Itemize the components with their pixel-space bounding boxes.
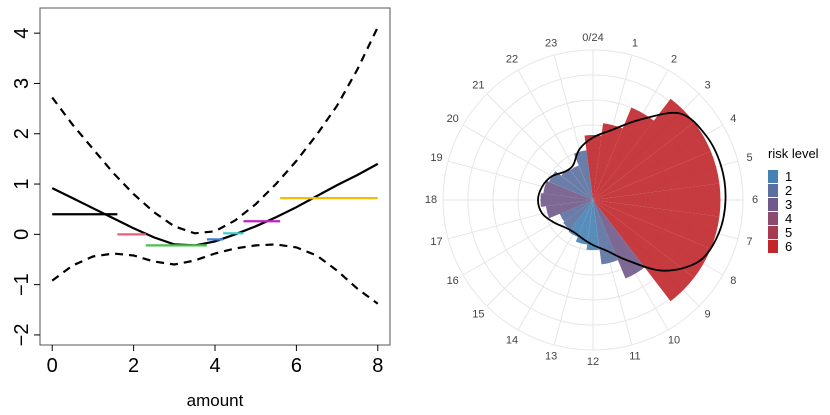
legend-swatch [768, 170, 778, 183]
legend-label: 4 [785, 211, 792, 226]
hour-label: 16 [447, 275, 459, 287]
fitted-line [51, 162, 379, 247]
legend-swatch [768, 226, 778, 239]
hour-label: 21 [472, 79, 484, 91]
polar-bar [570, 165, 593, 200]
polar-bar [575, 200, 593, 245]
polar-bar [593, 200, 618, 265]
polar-bar [593, 123, 623, 200]
hour-label: 3 [705, 79, 711, 91]
polar-bar [593, 151, 720, 200]
polar-bar [561, 168, 593, 200]
hour-label: 8 [730, 275, 736, 287]
x-tick-label: 4 [209, 355, 220, 377]
x-tick-label: 8 [372, 355, 383, 377]
plot-frame [39, 7, 391, 346]
x-axis-label: amount [187, 391, 244, 410]
smooth-outline-curve [537, 111, 727, 272]
hour-label: 17 [430, 236, 442, 248]
polar-bar [568, 200, 593, 237]
y-tick-label: 4 [11, 28, 33, 39]
polar-bar [545, 200, 593, 219]
polar-bar [593, 200, 645, 279]
hour-label: 7 [746, 236, 752, 248]
polar-bar [593, 107, 654, 200]
hour-label: 22 [506, 54, 518, 66]
legend-swatch [768, 184, 778, 197]
polar-bar [563, 200, 593, 230]
confidence-band-line [51, 243, 379, 305]
polar-bar [593, 183, 721, 217]
polar-bar [540, 193, 593, 207]
polar-bar [593, 98, 695, 200]
x-tick-label: 2 [128, 355, 139, 377]
y-tick-label: −1 [11, 273, 33, 296]
polar-bar [584, 135, 602, 200]
hour-label: 9 [705, 309, 711, 321]
hour-label: 11 [629, 351, 640, 363]
hour-label: 12 [587, 356, 599, 368]
polar-bar [593, 200, 695, 302]
hour-label: 4 [730, 113, 736, 125]
x-tick-label: 0 [47, 355, 58, 377]
hour-label: 14 [506, 334, 518, 346]
legend-label: 6 [785, 239, 792, 254]
hour-label: 6 [752, 194, 758, 206]
hour-label: 15 [472, 309, 484, 321]
hour-label: 2 [671, 54, 677, 66]
polar-bar [593, 200, 711, 278]
y-tick-label: 2 [11, 128, 33, 139]
legend-swatch [768, 198, 778, 211]
hour-label: 13 [545, 351, 557, 363]
y-tick-label: 3 [11, 78, 33, 89]
hour-label: 18 [425, 194, 437, 206]
polar-bar [543, 180, 593, 200]
hour-label: 20 [447, 113, 459, 125]
legend-swatch [768, 240, 778, 253]
hour-label: 10 [668, 334, 680, 346]
legend-label: 5 [785, 225, 792, 240]
polar-bar [586, 200, 600, 251]
polar-bar [593, 122, 711, 200]
polar-bar [559, 200, 593, 222]
hour-label: 0/24 [582, 32, 603, 44]
confidence-band-line [51, 26, 379, 235]
polar-bar [549, 171, 593, 200]
y-tick-label: −2 [11, 324, 33, 347]
legend-label: 1 [785, 169, 792, 184]
legend-title: risk level [768, 146, 819, 161]
legend-swatch [768, 212, 778, 225]
polar-bar [593, 200, 720, 249]
polar-bar [573, 150, 593, 200]
legend-label: 3 [785, 197, 792, 212]
line-chart-panel: 0 2 4 6 8 −2 −1 0 1 2 3 4 amount [11, 7, 391, 410]
y-tick-label: 1 [11, 178, 33, 189]
legend-label: 2 [785, 183, 792, 198]
hour-label: 5 [746, 152, 752, 164]
hour-label: 23 [545, 38, 557, 50]
x-tick-label: 6 [291, 355, 302, 377]
y-tick-label: 0 [11, 229, 33, 240]
hour-label: 19 [430, 152, 442, 164]
hour-label: 1 [632, 38, 638, 50]
